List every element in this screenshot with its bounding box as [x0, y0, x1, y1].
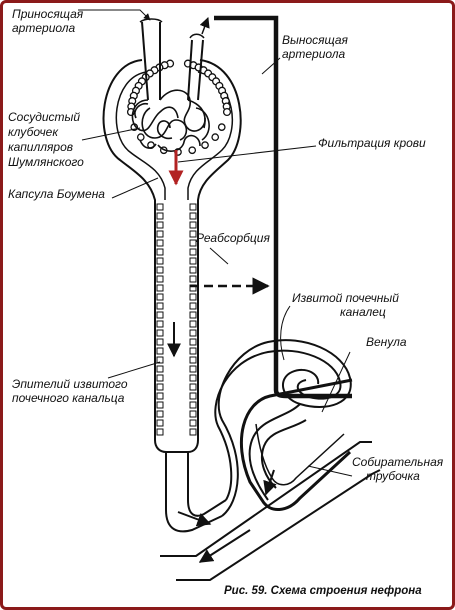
tubule-cell [156, 311, 164, 319]
tubule-cell [189, 347, 197, 355]
tubule-cell [156, 338, 164, 346]
tubule-cell [156, 266, 164, 274]
efferent-arteriole [187, 39, 204, 101]
distal-convoluted-tubule-inner [214, 349, 342, 501]
venule-inner [255, 423, 345, 486]
leader-lines [78, 9, 353, 477]
tubule-cell [156, 428, 164, 436]
afferent-arteriole [141, 21, 161, 101]
tubule-cell [156, 230, 164, 238]
label-epithelium-1: Эпителий извитого [12, 377, 128, 391]
tubule-cell [189, 338, 197, 346]
tubule-cell [189, 239, 197, 247]
label-convoluted-tubule-2: каналец [340, 305, 386, 319]
tubule-cell [189, 275, 197, 283]
tubule-cell [189, 257, 197, 265]
tubule-cell [189, 203, 197, 211]
tubule-cell [156, 221, 164, 229]
tubule-cell [189, 428, 197, 436]
tubule-cell [156, 257, 164, 265]
tubule-cell [189, 221, 197, 229]
tubule-cell [156, 248, 164, 256]
tubule-cell [156, 419, 164, 427]
venule [239, 378, 353, 511]
epithelial-cell [222, 107, 232, 117]
tubule-cell [189, 365, 197, 373]
label-epithelium-2: почечного канальца [12, 391, 125, 405]
tubule-cell [156, 293, 164, 301]
tubule-cell [156, 374, 164, 382]
label-afferent-arteriole-2: артериола [12, 21, 76, 35]
tubule-cell [189, 410, 197, 418]
label-collecting-duct-1: Собирательная [352, 455, 444, 469]
label-convoluted-tubule-1: Извитой почечный [292, 291, 399, 305]
tubule-cell [156, 401, 164, 409]
epithelial-cell [211, 133, 220, 142]
tubule-cell [156, 392, 164, 400]
label-filtration: Фильтрация крови [318, 136, 426, 150]
tubule-cell [189, 329, 197, 337]
afferent-arteriole-cap [139, 18, 163, 23]
tubule-cell [189, 266, 197, 274]
label-efferent-arteriole-1: Выносящая [282, 33, 349, 47]
tubule-cell [156, 203, 164, 211]
tubule-cell [156, 329, 164, 337]
tubule-cell [156, 302, 164, 310]
tubule-cell [156, 212, 164, 220]
tubule-cell [156, 356, 164, 364]
tubule-cell [189, 419, 197, 427]
label-glomerulus-4: Шумлянского [8, 155, 84, 169]
tubule-cell [189, 392, 197, 400]
flow-arrow-collecting [198, 529, 251, 563]
label-glomerulus-2: клубочек [8, 125, 59, 139]
tubule-cell [189, 383, 197, 391]
flow-arrow-loop [177, 511, 212, 527]
tubule-cell [189, 212, 197, 220]
epithelial-cell [217, 123, 226, 131]
efferent-arteriole-cap [189, 33, 205, 39]
tubule-cell [156, 284, 164, 292]
tubule-cell [189, 302, 197, 310]
distal-convoluted-tubule [217, 339, 352, 517]
epithelial-cell [188, 146, 197, 155]
tubule-cell [156, 239, 164, 247]
epithelial-cell [136, 133, 145, 142]
bowman-capsule-outer [102, 59, 242, 453]
figure-caption: Рис. 59. Схема строения нефрона [224, 585, 422, 597]
tubule-cell [189, 320, 197, 328]
tubule-cell [189, 248, 197, 256]
tubule-cell [189, 311, 197, 319]
flow-arrow-efferent [199, 17, 210, 35]
epithelial-cell [201, 141, 209, 149]
tubule-cell [156, 383, 164, 391]
label-efferent-arteriole-2: артериола [282, 47, 346, 61]
label-venule: Венула [366, 335, 407, 349]
tubule-cell [156, 347, 164, 355]
glomerulus [131, 89, 210, 152]
tubule-cell [189, 374, 197, 382]
capsule-epithelium [126, 59, 232, 156]
flow-arrow-distal [263, 469, 277, 496]
label-glomerulus-1: Сосудистый [8, 110, 80, 124]
tubule-cell [189, 293, 197, 301]
tubule-cell [189, 401, 197, 409]
label-bowman-capsule: Капсула Боумена [8, 187, 105, 201]
collecting-duct [160, 441, 381, 581]
tubule-cell [156, 275, 164, 283]
label-collecting-duct-2: трубочка [366, 469, 420, 483]
label-afferent-arteriole-1: Приносящая [12, 7, 84, 21]
connecting-tubule [248, 403, 307, 501]
label-reabsorption: Реабсорбция [196, 231, 270, 245]
tubule-cell [156, 410, 164, 418]
tubule-cell [189, 230, 197, 238]
label-glomerulus-3: капилляров [8, 140, 73, 154]
tubule-cell [156, 365, 164, 373]
tubule-epithelium [156, 203, 197, 436]
tubule-cell [156, 320, 164, 328]
tubule-cell [189, 356, 197, 364]
